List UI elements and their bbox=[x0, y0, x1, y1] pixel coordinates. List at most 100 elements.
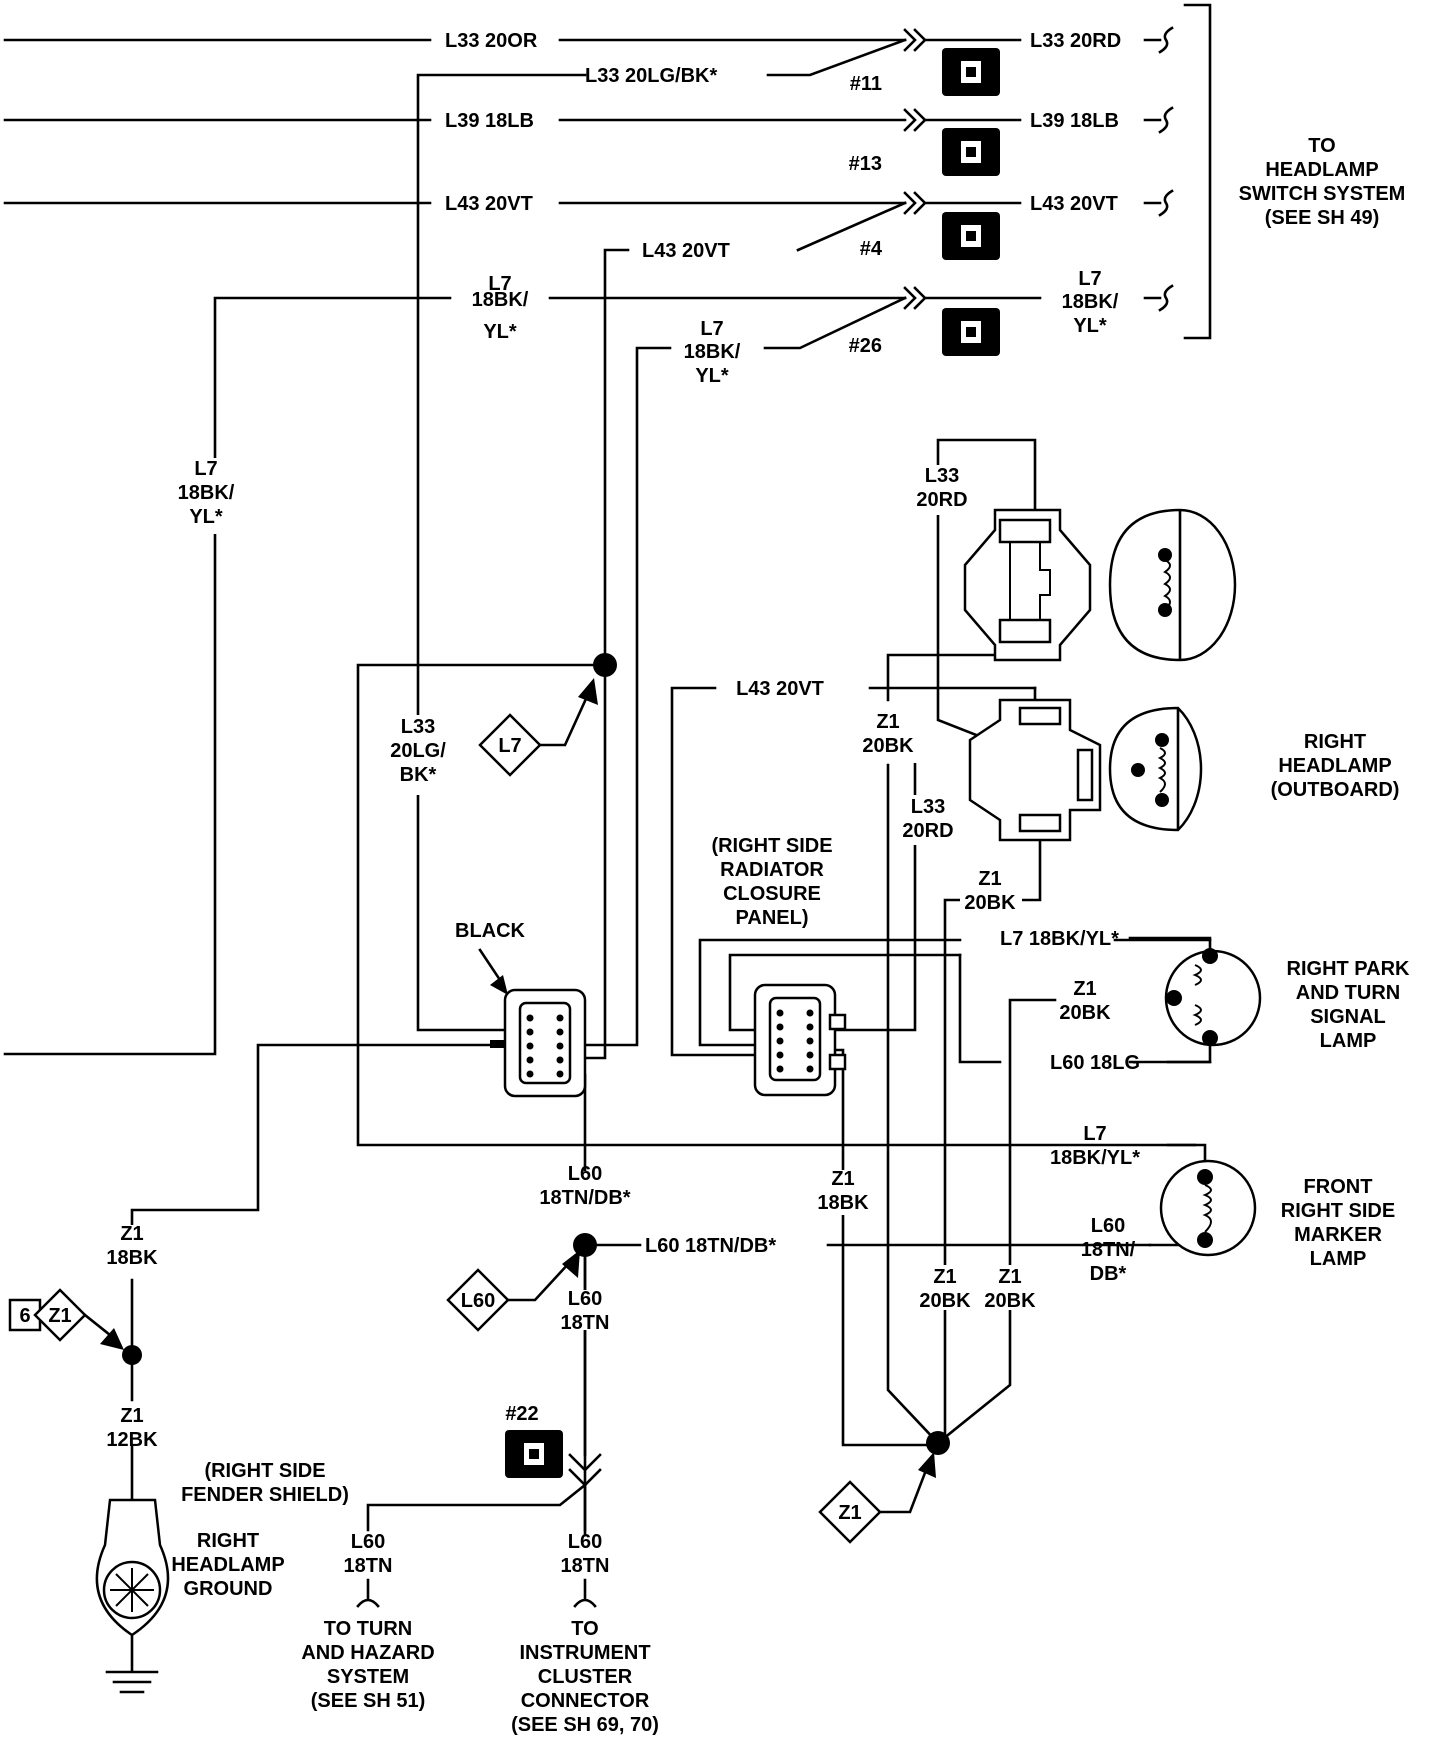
headlamp-switch-l1: TO bbox=[1308, 135, 1335, 157]
svg-text:20BK: 20BK bbox=[1059, 1002, 1111, 1024]
svg-text:18BK/: 18BK/ bbox=[178, 482, 235, 504]
headlamp-switch-l4: (SEE SH 49) bbox=[1265, 207, 1379, 229]
svg-text:20BK: 20BK bbox=[919, 1290, 971, 1312]
svg-text:GROUND: GROUND bbox=[184, 1578, 273, 1600]
svg-text:FENDER SHIELD): FENDER SHIELD) bbox=[181, 1484, 349, 1506]
label-c13: #13 bbox=[849, 153, 882, 175]
black-label: BLACK bbox=[455, 920, 526, 942]
ground-symbol-icon bbox=[105, 1670, 159, 1694]
svg-text:CLOSURE: CLOSURE bbox=[723, 883, 821, 905]
marker-lamp-labels: L7 18BK/YL* L60 18TN/ DB* FRONT RIGHT SI… bbox=[1050, 1123, 1395, 1285]
lower-right-labels: Z1 18BK Z1 20BK Z1 20BK bbox=[812, 1168, 1042, 1312]
label-c11: #11 bbox=[850, 73, 882, 95]
svg-text:L60: L60 bbox=[351, 1531, 385, 1553]
svg-text:20LG/: 20LG/ bbox=[390, 740, 446, 762]
svg-text:RIGHT PARK: RIGHT PARK bbox=[1287, 958, 1411, 980]
junction-l7 bbox=[593, 653, 617, 677]
right-headlamp-l2: HEADLAMP bbox=[1278, 755, 1391, 777]
svg-text:CONNECTOR: CONNECTOR bbox=[521, 1690, 650, 1712]
svg-text:L60: L60 bbox=[568, 1163, 602, 1185]
svg-text:LAMP: LAMP bbox=[1310, 1248, 1367, 1270]
svg-text:L7: L7 bbox=[498, 735, 521, 757]
svg-text:18TN: 18TN bbox=[344, 1555, 393, 1577]
label-l7c-b: 18BK/ bbox=[684, 341, 741, 363]
svg-text:Z1: Z1 bbox=[876, 711, 899, 733]
label-l43-left: L43 20VT bbox=[445, 193, 533, 215]
svg-text:BK*: BK* bbox=[400, 764, 437, 786]
svg-text:Z1: Z1 bbox=[831, 1168, 854, 1190]
label-l33-20or: L33 20OR bbox=[445, 30, 538, 52]
svg-text:L60: L60 bbox=[568, 1288, 602, 1310]
svg-text:(RIGHT SIDE: (RIGHT SIDE bbox=[711, 835, 832, 857]
svg-text:L60 18LG: L60 18LG bbox=[1050, 1052, 1140, 1074]
svg-text:AND HAZARD: AND HAZARD bbox=[301, 1642, 434, 1664]
svg-text:18TN: 18TN bbox=[561, 1312, 610, 1334]
lower-headlamp-bulb-icon bbox=[1108, 706, 1203, 832]
connector-blocks bbox=[942, 48, 1000, 356]
svg-text:Z1: Z1 bbox=[838, 1502, 861, 1524]
label-l7c-c: YL* bbox=[695, 365, 729, 387]
svg-text:CLUSTER: CLUSTER bbox=[538, 1666, 633, 1688]
label-c22: #22 bbox=[505, 1403, 538, 1425]
svg-text:Z1: Z1 bbox=[1073, 978, 1096, 1000]
svg-text:RADIATOR: RADIATOR bbox=[720, 859, 824, 881]
svg-text:18BK/YL*: 18BK/YL* bbox=[1050, 1147, 1140, 1169]
radiator-connector bbox=[753, 983, 847, 1097]
svg-text:L60: L60 bbox=[1091, 1215, 1125, 1237]
svg-text:6: 6 bbox=[19, 1305, 30, 1327]
svg-text:RIGHT SIDE: RIGHT SIDE bbox=[1281, 1200, 1395, 1222]
label-l7-a: L7 bbox=[488, 273, 511, 295]
right-headlamp-l3: (OUTBOARD) bbox=[1271, 779, 1400, 801]
label-l43-right: L43 20VT bbox=[1030, 193, 1118, 215]
connector-22-icon bbox=[505, 1430, 563, 1478]
svg-text:Z1: Z1 bbox=[978, 868, 1001, 890]
svg-text:Z1: Z1 bbox=[120, 1223, 143, 1245]
svg-text:Z1: Z1 bbox=[120, 1405, 143, 1427]
svg-text:18BK: 18BK bbox=[817, 1192, 869, 1214]
svg-text:YL*: YL* bbox=[189, 506, 223, 528]
svg-text:12BK: 12BK bbox=[106, 1429, 158, 1451]
svg-text:DB*: DB* bbox=[1090, 1263, 1127, 1285]
svg-text:TO: TO bbox=[571, 1618, 598, 1640]
upper-headlamp-bulb-icon bbox=[1108, 508, 1237, 662]
svg-text:20BK: 20BK bbox=[984, 1290, 1036, 1312]
marker-lamp-icon bbox=[1159, 1159, 1257, 1257]
svg-text:MARKER: MARKER bbox=[1294, 1224, 1382, 1246]
bottom-destinations: L60 18TN TO TURN AND HAZARD SYSTEM (SEE … bbox=[301, 1531, 659, 1736]
svg-text:L33: L33 bbox=[911, 796, 945, 818]
label-l7c-a: L7 bbox=[700, 318, 723, 340]
svg-text:18TN/: 18TN/ bbox=[1081, 1239, 1136, 1261]
mid-vertical-label: L33 20LG/ BK* bbox=[375, 715, 461, 795]
diamond-z1-right: Z1 bbox=[818, 1452, 936, 1544]
svg-text:L60: L60 bbox=[461, 1290, 495, 1312]
lower-headlamp-connector bbox=[968, 698, 1102, 842]
svg-text:HEADLAMP: HEADLAMP bbox=[171, 1554, 284, 1576]
connector-13-icon bbox=[942, 128, 1000, 176]
connector-26-icon bbox=[942, 308, 1000, 356]
diamond-l60: L60 bbox=[446, 1250, 580, 1332]
headlamp-switch-l3: SWITCH SYSTEM bbox=[1239, 183, 1406, 205]
svg-text:20BK: 20BK bbox=[862, 735, 914, 757]
svg-text:20RD: 20RD bbox=[916, 489, 967, 511]
park-lamp-icon bbox=[1164, 948, 1262, 1047]
label-l33-rd-right: L33 20RD bbox=[1030, 30, 1121, 52]
label-l7r-c: YL* bbox=[1073, 315, 1107, 337]
svg-text:FRONT: FRONT bbox=[1304, 1176, 1373, 1198]
svg-text:18BK: 18BK bbox=[106, 1247, 158, 1269]
right-headlamp-l1: RIGHT bbox=[1304, 731, 1366, 753]
chevrons-top bbox=[903, 28, 927, 310]
svg-text:PANEL): PANEL) bbox=[736, 907, 809, 929]
center-wiring bbox=[130, 663, 1197, 1537]
headlamp-switch-l2: HEADLAMP bbox=[1265, 159, 1378, 181]
top-wires bbox=[3, 3, 1212, 1056]
ground-star-icon bbox=[110, 1568, 154, 1612]
svg-text:(SEE SH 51): (SEE SH 51) bbox=[311, 1690, 425, 1712]
svg-text:LAMP: LAMP bbox=[1320, 1030, 1377, 1052]
park-lamp-labels: L7 18BK/YL* Z1 20BK L60 18LG RIGHT PARK … bbox=[1000, 928, 1410, 1074]
svg-text:L7: L7 bbox=[1083, 1123, 1106, 1145]
label-l7-b: 18BK/ bbox=[472, 289, 529, 311]
svg-text:Z1: Z1 bbox=[48, 1305, 71, 1327]
top-labels: L33 20OR L33 20LG/BK* L39 18LB L43 20VT … bbox=[445, 30, 1405, 387]
label-c4: #4 bbox=[860, 238, 883, 260]
